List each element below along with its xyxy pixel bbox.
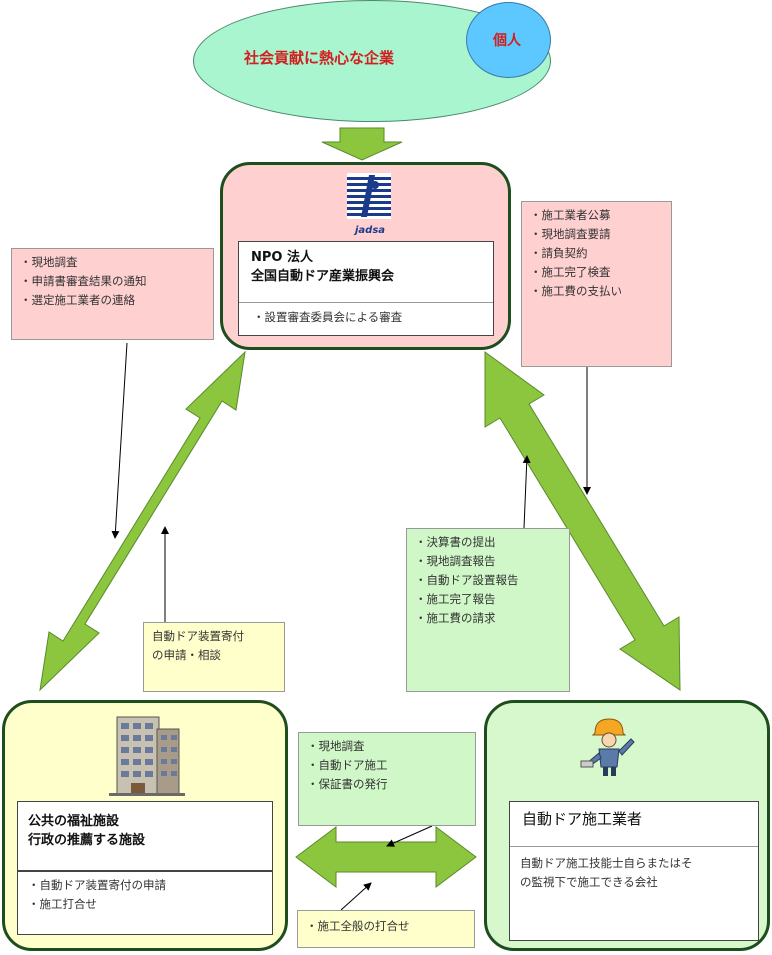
contractor-description-line2: の監視下で施工できる会社 — [520, 875, 658, 889]
companies-label: 社会貢献に熱心な企業 — [244, 49, 395, 67]
note-item: ・自動ドア設置報告 — [415, 573, 519, 587]
facility-duty: ・自動ドア装置寄付の申請 — [28, 878, 166, 892]
individuals-ellipse: 個人 — [466, 2, 551, 78]
npo-duty: ・設置審査委員会による審査 — [253, 310, 403, 324]
note-facility-to-center: 自動ドア装置寄付 の申請・相談 — [143, 622, 285, 692]
building-icon — [109, 716, 185, 796]
note-item: ・現地調査要請 — [530, 227, 611, 241]
note-item: ・保証書の発行 — [307, 777, 388, 791]
connector-facility-to-contractor — [340, 882, 372, 911]
facility-title-box: 公共の福祉施設 行政の推薦する施設 — [17, 801, 273, 871]
note-contractor-to-center: ・決算書の提出 ・現地調査報告 ・自動ドア設置報告 ・施工完了報告 ・施工費の請… — [406, 528, 570, 692]
facility-title-line2: 行政の推薦する施設 — [28, 833, 146, 848]
logo-text: jadsa — [355, 225, 386, 236]
note-facility-to-contractor: ・施工全般の打合せ — [297, 910, 475, 948]
contractor-box: 自動ドア施工業者 自動ドア施工技能士自らまたはそ の監視下で施工できる会社 — [509, 801, 759, 941]
note-item: ・施工完了検査 — [530, 265, 611, 279]
note-center-to-contractor: ・施工業者公募 ・現地調査要請 ・請負契約 ・施工完了検査 ・施工費の支払い — [521, 201, 672, 367]
note-item: の申請・相談 — [152, 648, 221, 662]
note-item: ・請負契約 — [530, 246, 588, 260]
npo-title-line1: NPO 法人 — [251, 250, 313, 265]
center-contractor-double-arrow — [484, 351, 681, 691]
npo-title-line2: 全国自動ドア産業振興会 — [251, 269, 395, 284]
npo-info-box: NPO 法人 全国自動ドア産業振興会 ・設置審査委員会による審査 — [238, 241, 494, 336]
note-item: 自動ドア装置寄付 — [152, 629, 244, 643]
jadsa-logo-icon — [347, 173, 391, 219]
center-facility-double-arrow — [39, 350, 246, 692]
facility-duty: ・施工打合せ — [28, 897, 97, 911]
individuals-label: 個人 — [493, 33, 521, 49]
note-item: ・施工完了報告 — [415, 592, 496, 606]
facility-contractor-double-arrow — [295, 826, 477, 888]
facility-node: 公共の福祉施設 行政の推薦する施設 ・自動ドア装置寄付の申請 ・施工打合せ — [2, 700, 288, 951]
note-item: ・現地調査報告 — [415, 554, 496, 568]
contractor-description-line1: 自動ドア施工技能士自らまたはそ — [520, 856, 693, 870]
note-item: ・現地調査 — [20, 255, 78, 269]
supporters-down-arrow — [321, 127, 403, 161]
note-contractor-to-facility: ・現地調査 ・自動ドア施工 ・保証書の発行 — [298, 732, 476, 826]
note-item: ・自動ドア施工 — [307, 758, 388, 772]
facility-title-line1: 公共の福祉施設 — [28, 814, 120, 829]
connector-contractor-to-facility — [386, 825, 433, 847]
connector-contractor-to-center — [522, 455, 531, 529]
facility-duties-box: ・自動ドア装置寄付の申請 ・施工打合せ — [17, 871, 273, 935]
note-item: ・決算書の提出 — [415, 535, 496, 549]
npo-node: jadsa NPO 法人 全国自動ドア産業振興会 ・設置審査委員会による審査 — [220, 162, 511, 350]
note-item: ・施工全般の打合せ — [306, 919, 410, 933]
contractor-node: 自動ドア施工業者 自動ドア施工技能士自らまたはそ の監視下で施工できる会社 — [484, 700, 770, 951]
note-center-to-facility: ・現地調査 ・申請書審査結果の通知 ・選定施工業者の連絡 — [11, 248, 214, 340]
note-item: ・選定施工業者の連絡 — [20, 293, 135, 307]
worker-icon — [580, 718, 635, 776]
connector-center-to-facility — [111, 342, 128, 539]
note-item: ・施工業者公募 — [530, 208, 611, 222]
note-item: ・現地調査 — [307, 739, 365, 753]
note-item: ・施工費の支払い — [530, 284, 622, 298]
note-item: ・申請書審査結果の通知 — [20, 274, 147, 288]
note-item: ・施工費の請求 — [415, 611, 496, 625]
contractor-title: 自動ドア施工業者 — [522, 810, 643, 828]
